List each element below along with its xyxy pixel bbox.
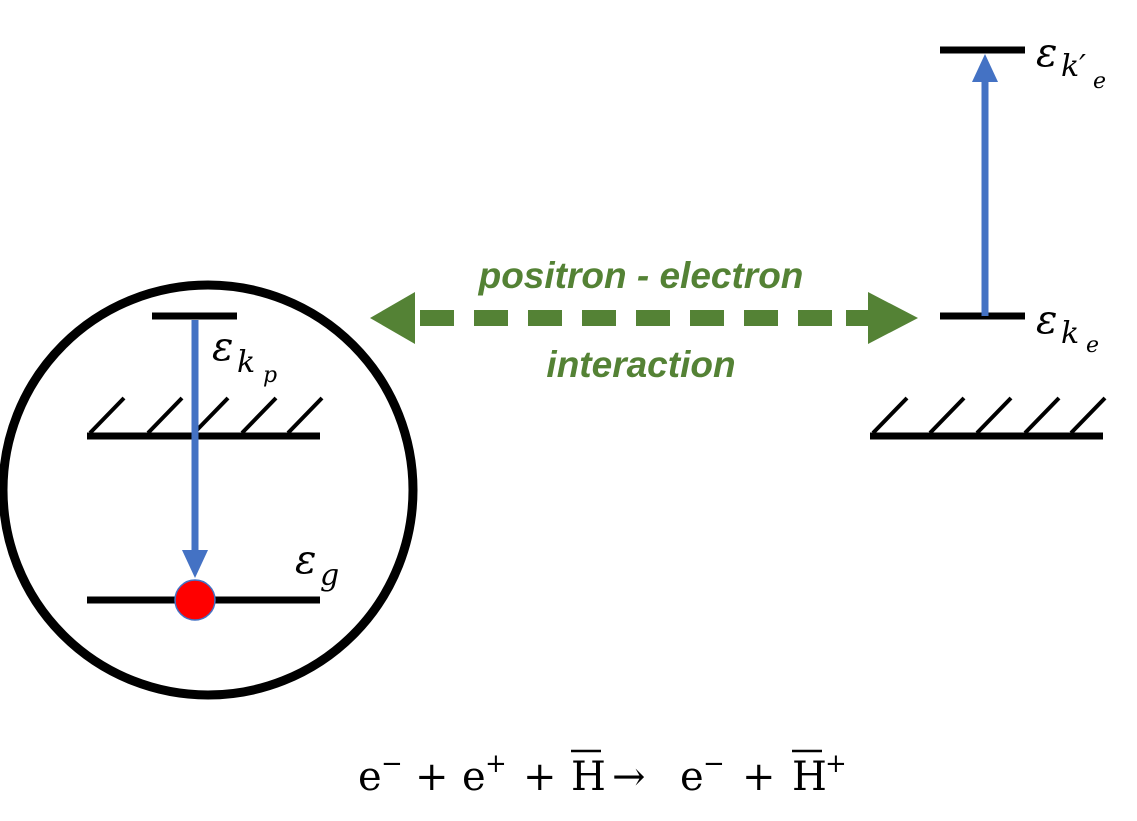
positron-particle [174, 579, 216, 621]
interaction-label-line2: interaction [546, 344, 735, 385]
interaction-label-line1: positron - electron [478, 255, 804, 296]
reaction-equation: e − + e + + H → e − + H + [358, 749, 847, 800]
right-continuum-edge [870, 396, 1107, 440]
svg-text:−: − [703, 749, 725, 779]
positron-deexcitation-arrow [182, 320, 208, 578]
svg-text:k: k [1061, 316, 1079, 351]
svg-text:e: e [680, 754, 704, 800]
left-continuum-edge [87, 396, 324, 440]
interaction-arrow [370, 292, 918, 344]
svg-text:k: k [237, 345, 255, 380]
svg-text:+: + [523, 754, 557, 800]
svg-text:→: → [612, 754, 646, 800]
electron-excitation-arrow [972, 54, 998, 316]
antihydrogen-ion-symbol: H [792, 754, 827, 800]
svg-text:e: e [358, 754, 382, 800]
svg-text:p: p [263, 363, 277, 388]
svg-text:k′: k′ [1061, 49, 1086, 84]
svg-text:ε: ε [1036, 297, 1057, 343]
svg-text:ε: ε [295, 537, 316, 583]
antihydrogen-atom-circle [0, 280, 418, 700]
svg-text:+: + [485, 749, 507, 779]
svg-text:e: e [1086, 333, 1099, 358]
svg-text:+: + [415, 754, 449, 800]
label-eps-kp: ε k p [212, 324, 277, 388]
label-eps-ke: ε k e [1036, 297, 1099, 358]
svg-text:ε: ε [1036, 30, 1057, 76]
svg-text:g: g [320, 558, 339, 593]
antihydrogen-symbol: H [571, 754, 606, 800]
svg-text:−: − [381, 749, 403, 779]
svg-text:+: + [742, 754, 776, 800]
svg-text:e: e [462, 754, 486, 800]
svg-text:e: e [1093, 69, 1106, 94]
label-eps-g: ε g [295, 537, 339, 593]
svg-text:ε: ε [212, 324, 233, 370]
label-eps-kprime-e: ε k′ e [1036, 30, 1106, 94]
svg-text:+: + [825, 749, 847, 779]
